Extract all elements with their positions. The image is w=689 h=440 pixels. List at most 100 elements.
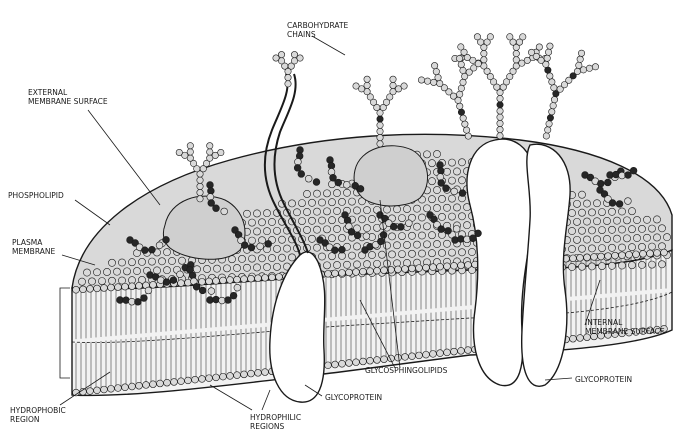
phospholipid-head bbox=[338, 198, 345, 205]
lipid-bead bbox=[225, 297, 232, 304]
phospholipid-head bbox=[178, 378, 185, 385]
lipid-bead bbox=[609, 200, 616, 207]
phospholipid-head bbox=[658, 261, 665, 268]
sugar-bead bbox=[463, 127, 469, 133]
sugar-bead bbox=[435, 74, 441, 80]
phospholipid-head bbox=[213, 265, 220, 272]
phospholipid-head bbox=[94, 285, 101, 292]
lipid-bead bbox=[458, 236, 465, 243]
phospholipid-head bbox=[444, 349, 451, 356]
lipid-bead bbox=[405, 220, 412, 227]
phospholipid-head bbox=[608, 244, 615, 251]
lipid-bead bbox=[248, 244, 255, 251]
phospholipid-head bbox=[353, 359, 360, 366]
phospholipid-head bbox=[323, 262, 330, 269]
phospholipid-head bbox=[157, 380, 164, 387]
phospholipid-head bbox=[163, 249, 170, 256]
phospholipid-head bbox=[343, 261, 350, 268]
lipid-bead bbox=[298, 171, 305, 178]
sugar-bead bbox=[187, 149, 193, 155]
sugar-bead bbox=[456, 91, 462, 97]
phospholipid-head bbox=[423, 151, 430, 158]
phospholipid-head bbox=[618, 208, 625, 215]
lipid-bead bbox=[141, 295, 148, 302]
lipid-bead bbox=[343, 181, 350, 188]
phospholipid-head bbox=[234, 276, 241, 283]
phospholipid-head bbox=[433, 240, 440, 247]
phospholipid-head bbox=[353, 269, 360, 276]
phospholipid-head bbox=[658, 225, 665, 232]
sugar-bead bbox=[458, 85, 464, 91]
phospholipid-head bbox=[253, 228, 260, 235]
phospholipid-head bbox=[303, 190, 310, 197]
lipid-bead bbox=[453, 225, 460, 232]
phospholipid-head bbox=[416, 352, 423, 359]
phospholipid-head bbox=[628, 226, 635, 233]
phospholipid-head bbox=[318, 253, 325, 260]
lipid-bead bbox=[213, 205, 220, 212]
phospholipid-head bbox=[413, 205, 420, 212]
phospholipid-head bbox=[113, 268, 120, 275]
phospholipid-head bbox=[423, 241, 430, 248]
phospholipid-head bbox=[163, 267, 170, 274]
phospholipid-head bbox=[258, 255, 265, 262]
phospholipid-head bbox=[253, 264, 260, 271]
label-phospholipid: PHOSPHOLIPID bbox=[8, 191, 64, 200]
sugar-bead bbox=[197, 177, 203, 183]
phospholipid-head bbox=[348, 252, 355, 259]
phospholipid-head bbox=[577, 254, 584, 261]
sugar-bead bbox=[437, 80, 443, 86]
phospholipid-head bbox=[283, 245, 290, 252]
phospholipid-head bbox=[363, 261, 370, 268]
phospholipid-head bbox=[443, 204, 450, 211]
leader-hydrophilic-1 bbox=[210, 385, 252, 410]
sugar-bead bbox=[218, 149, 224, 155]
sugar-bead bbox=[487, 34, 493, 40]
phospholipid-head bbox=[573, 218, 580, 225]
phospholipid-head bbox=[353, 207, 360, 214]
sugar-bead bbox=[377, 134, 383, 140]
phospholipid-head bbox=[618, 226, 625, 233]
phospholipid-head bbox=[381, 267, 388, 274]
phospholipid-head bbox=[273, 245, 280, 252]
phospholipid-head bbox=[648, 225, 655, 232]
sugar-bead bbox=[460, 79, 466, 85]
phospholipid-head bbox=[633, 216, 640, 223]
phospholipid-head bbox=[255, 275, 262, 282]
phospholipid-head bbox=[248, 370, 255, 377]
sugar-bead bbox=[592, 64, 598, 70]
phospholipid-head bbox=[233, 264, 240, 271]
phospholipid-head bbox=[598, 209, 605, 216]
phospholipid-head bbox=[325, 270, 332, 277]
phospholipid-head bbox=[458, 159, 465, 166]
phospholipid-head bbox=[346, 269, 353, 276]
phospholipid-head bbox=[428, 196, 435, 203]
leader-phospholipid bbox=[75, 200, 110, 225]
lipid-bead bbox=[221, 208, 228, 215]
sugar-bead bbox=[462, 121, 468, 127]
phospholipid-head bbox=[570, 255, 577, 262]
phospholipid-head bbox=[323, 226, 330, 233]
sugar-bead bbox=[377, 116, 383, 122]
phospholipid-head bbox=[438, 249, 445, 256]
sugar-bead bbox=[364, 82, 370, 88]
phospholipid-head bbox=[220, 277, 227, 284]
phospholipid-head bbox=[313, 244, 320, 251]
lipid-bead bbox=[625, 172, 632, 179]
bracket-hydrophobic bbox=[60, 288, 70, 378]
phospholipid-head bbox=[433, 186, 440, 193]
glycoprotein-right-body-2 bbox=[522, 144, 570, 386]
phospholipid-head bbox=[458, 213, 465, 220]
sugar-bead bbox=[545, 67, 551, 73]
sugar-bead bbox=[458, 109, 464, 115]
phospholipid-head bbox=[206, 375, 213, 382]
phospholipid-head bbox=[333, 189, 340, 196]
phospholipid-head bbox=[308, 217, 315, 224]
sugar-bead bbox=[497, 133, 503, 139]
sugar-bead bbox=[424, 78, 430, 84]
phospholipid-head bbox=[603, 217, 610, 224]
phospholipid-head bbox=[273, 263, 280, 270]
lipid-bead bbox=[451, 188, 458, 195]
lipid-bead bbox=[331, 247, 338, 254]
sugar-bead bbox=[497, 108, 503, 114]
